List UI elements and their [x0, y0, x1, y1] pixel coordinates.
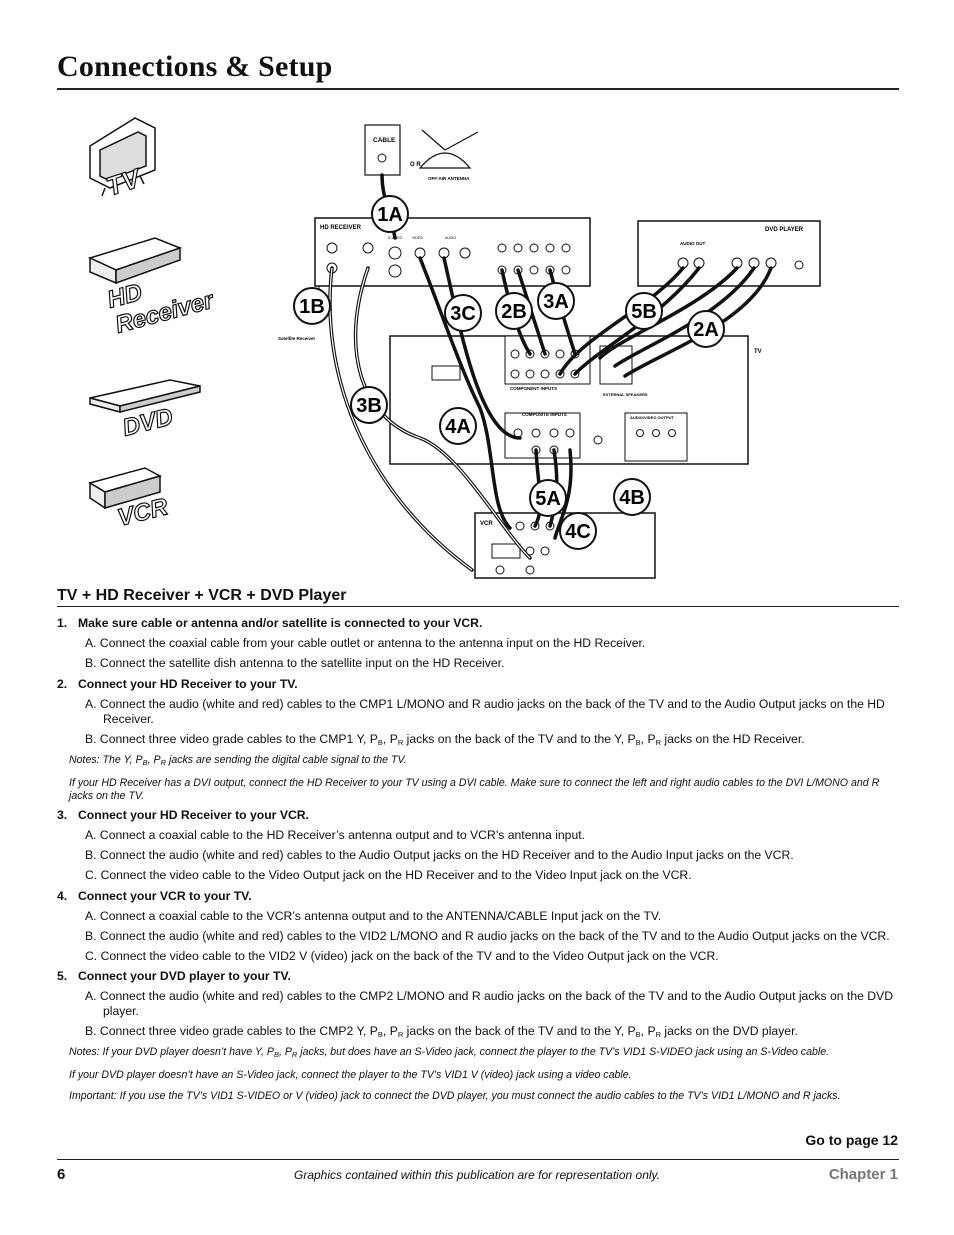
chapter-label: Chapter 1	[828, 1166, 898, 1183]
svg-text:3C: 3C	[450, 303, 476, 325]
callout-5a: 5B	[625, 292, 663, 330]
step-note: If your DVD player doesn’t have an S-Vid…	[69, 1069, 632, 1081]
audio-label: AUDIO	[445, 236, 456, 240]
section-divider	[57, 606, 899, 607]
callout-3a: 3B	[350, 386, 388, 424]
page-title: Connections & Setup	[57, 50, 333, 83]
step-item: A. Connect the audio (white and red) cab…	[85, 696, 885, 726]
step-item: C. Connect the video cable to the Video …	[85, 868, 692, 882]
step-5: 5. Connect your DVD player to your TV. A.…	[57, 969, 899, 1103]
tv-device-icon	[89, 117, 156, 197]
connection-diagram: TV HD Receiver DVD VCR CABLE O R OFF-AIR…	[87, 117, 821, 579]
svg-text:2A: 2A	[693, 319, 719, 341]
component-inputs-label: COMPONENT INPUTS	[510, 386, 557, 391]
hd-receiver-jacks	[326, 242, 571, 278]
step-heading: Connect your DVD player to your TV.	[78, 969, 291, 983]
footer-note: Graphics contained within this publicati…	[294, 1168, 660, 1182]
svg-text:2B: 2B	[501, 301, 527, 323]
callout-3c: 4A	[439, 407, 477, 445]
step-note: Notes: If your DVD player doesn’t have Y…	[69, 1046, 830, 1059]
step-note: Important: If you use the TV’s VID1 S-VI…	[69, 1090, 841, 1102]
step-item: B. Connect the audio (white and red) cab…	[85, 928, 890, 943]
dvd-device-icon	[89, 379, 201, 413]
step-1: 1. Make sure cable or antenna and/or sate…	[57, 616, 899, 671]
go-to-page-link[interactable]: Go to page 12	[805, 1132, 898, 1148]
step-item: A. Connect a coaxial cable to the HD Rec…	[85, 828, 586, 842]
av-output-group	[624, 412, 688, 462]
callout-1b: 1B	[293, 287, 331, 325]
step-number: 2.	[57, 676, 68, 691]
step-item: C. Connect the video cable to the VID2 V…	[85, 948, 719, 963]
step-heading: Connect your HD Receiver to your TV.	[78, 676, 298, 691]
step-4: 4. Connect your VCR to your TV. A. Connec…	[57, 889, 899, 964]
callout-4a: 4B	[613, 478, 651, 516]
header-divider	[57, 88, 899, 90]
vcr-device-icon	[88, 467, 162, 510]
antenna-label: OFF-AIR ANTENNA	[428, 176, 470, 181]
step-note: If your HD Receiver has a DVI output, co…	[69, 776, 880, 802]
svg-text:5B: 5B	[631, 301, 657, 323]
step-heading: Make sure cable or antenna and/or satell…	[78, 616, 483, 630]
section-title: TV + HD Receiver + VCR + DVD Player	[57, 587, 347, 604]
cable-label: CABLE	[373, 137, 396, 144]
callout-2b: 2B	[495, 292, 533, 330]
tv-panel-label: TV	[754, 349, 762, 355]
external-speakers-label: EXTERNAL SPEAKERS	[603, 392, 648, 397]
step-number: 3.	[57, 808, 68, 822]
hd-receiver-label: HD RECEIVER	[320, 225, 362, 231]
antenna-icon	[418, 129, 479, 169]
svg-text:4B: 4B	[619, 487, 645, 509]
composite-inputs-label: COMPOSITE INPUTS	[522, 412, 567, 417]
hd-receiver-panel	[314, 217, 591, 287]
step-item: B. Connect the audio (white and red) cab…	[85, 848, 794, 862]
or-label: O R	[410, 162, 421, 168]
svg-text:3A: 3A	[543, 291, 569, 313]
step-2: 2. Connect your HD Receiver to your TV. A…	[57, 677, 899, 803]
satellite-label: Satellite Receiver	[278, 336, 316, 341]
dvi-connector	[431, 365, 461, 381]
dvd-player-label: DVD PLAYER	[765, 227, 804, 233]
cable-box	[364, 124, 401, 176]
svg-text:1A: 1A	[377, 204, 403, 226]
page-number: 6	[57, 1166, 66, 1183]
step-item: A. Connect the audio (white and red) cab…	[85, 989, 893, 1018]
step-item: A. Connect a coaxial cable to the VCR’s …	[85, 908, 662, 923]
step-item: B. Connect three video grade cables to t…	[85, 1024, 798, 1039]
svg-text:1B: 1B	[299, 296, 325, 318]
svg-text:3B: 3B	[356, 395, 382, 417]
hd-receiver-device-icon	[87, 237, 183, 285]
svg-text:4A: 4A	[445, 416, 471, 438]
audio-out-label: AUDIO OUT	[680, 241, 706, 246]
step-note: Notes: The Y, PB, PR jacks are sending t…	[69, 753, 407, 767]
step-number: 5.	[57, 969, 68, 983]
video-label: VIDEO	[412, 236, 423, 240]
step-3: 3.Connect your HD Receiver to your VCR. …	[57, 808, 899, 883]
svg-text:4C: 4C	[565, 521, 591, 543]
cable-outlet-icon	[377, 153, 387, 163]
callout-5b: 2A	[687, 310, 725, 348]
callout-4b: 4C	[559, 512, 597, 550]
dvd-player-jacks	[677, 257, 804, 270]
av-output-label: AUDIO/VIDEO OUTPUT	[630, 415, 675, 420]
callout-2a: 3A	[537, 282, 575, 320]
step-heading: Connect your VCR to your TV.	[78, 888, 252, 903]
footer-divider	[57, 1159, 899, 1160]
callout-3b: 3C	[444, 294, 482, 332]
step-item: A. Connect the coaxial cable from your c…	[85, 636, 646, 650]
callout-1a: 1A	[371, 195, 409, 233]
vcr-panel-label: VCR	[480, 521, 493, 527]
instruction-steps: 1. Make sure cable or antenna and/or sate…	[57, 616, 899, 1109]
callout-4c: 5A	[529, 479, 567, 517]
step-item: B. Connect the satellite dish antenna to…	[85, 656, 505, 670]
step-number: 4.	[57, 888, 68, 903]
svg-text:5A: 5A	[535, 488, 561, 510]
step-number: 1.	[57, 616, 68, 630]
step-heading: Connect your HD Receiver to your VCR.	[78, 808, 309, 822]
step-item: B. Connect three video grade cables to t…	[85, 731, 805, 747]
